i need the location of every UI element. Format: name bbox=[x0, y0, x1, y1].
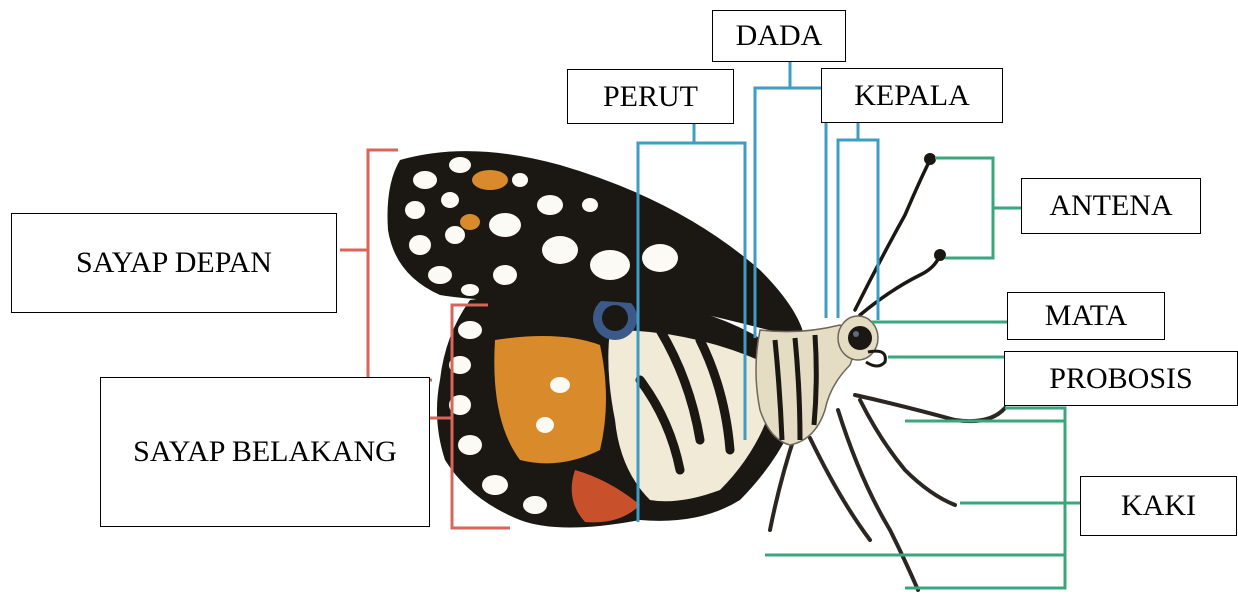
body bbox=[756, 316, 885, 445]
label-sayap-depan: SAYAP DEPAN bbox=[11, 213, 337, 313]
kepala-bracket bbox=[838, 140, 878, 320]
antenna-tip bbox=[934, 249, 946, 261]
label-kaki: KAKI bbox=[1080, 476, 1237, 536]
label-sayap-belakang: SAYAP BELAKANG bbox=[100, 377, 430, 527]
label-probosis: PROBOSIS bbox=[1004, 351, 1238, 406]
butterfly-illustration bbox=[388, 151, 1006, 590]
label-dada: DADA bbox=[712, 10, 846, 62]
label-antena: ANTENA bbox=[1021, 178, 1201, 234]
proboscis bbox=[866, 351, 885, 366]
label-mata: MATA bbox=[1007, 292, 1165, 340]
kaki-bracket bbox=[905, 408, 1065, 588]
label-perut: PERUT bbox=[567, 69, 734, 124]
antennae bbox=[855, 160, 940, 315]
eye bbox=[848, 326, 872, 350]
antena-bracket bbox=[935, 158, 993, 258]
antenna-tip bbox=[924, 153, 936, 165]
label-kepala: KEPALA bbox=[821, 68, 1003, 123]
